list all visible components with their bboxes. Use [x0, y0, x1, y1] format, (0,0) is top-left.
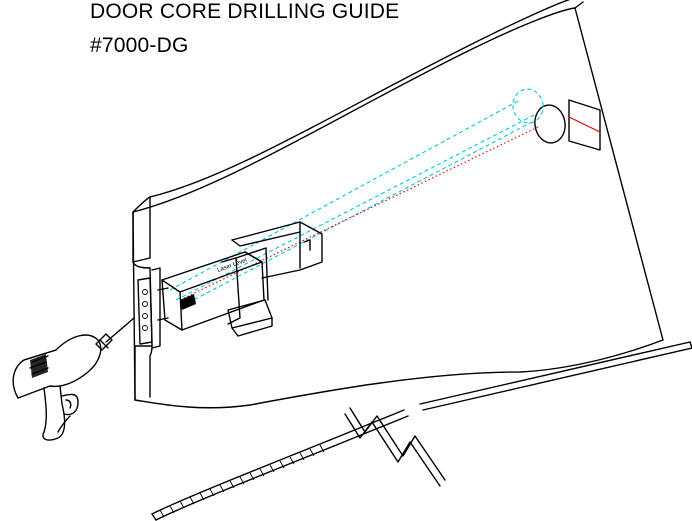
- strike-plate: [568, 99, 601, 151]
- door-slab: [132, 0, 664, 409]
- diagram-part-number: #7000-DG: [90, 34, 189, 57]
- drilling-guide-jig: [151, 221, 323, 349]
- diagram-title: DOOR CORE DRILLING GUIDE: [90, 0, 400, 23]
- long-drill-bit: [151, 341, 692, 521]
- laser-beam: [179, 125, 541, 301]
- power-drill: [12, 317, 135, 441]
